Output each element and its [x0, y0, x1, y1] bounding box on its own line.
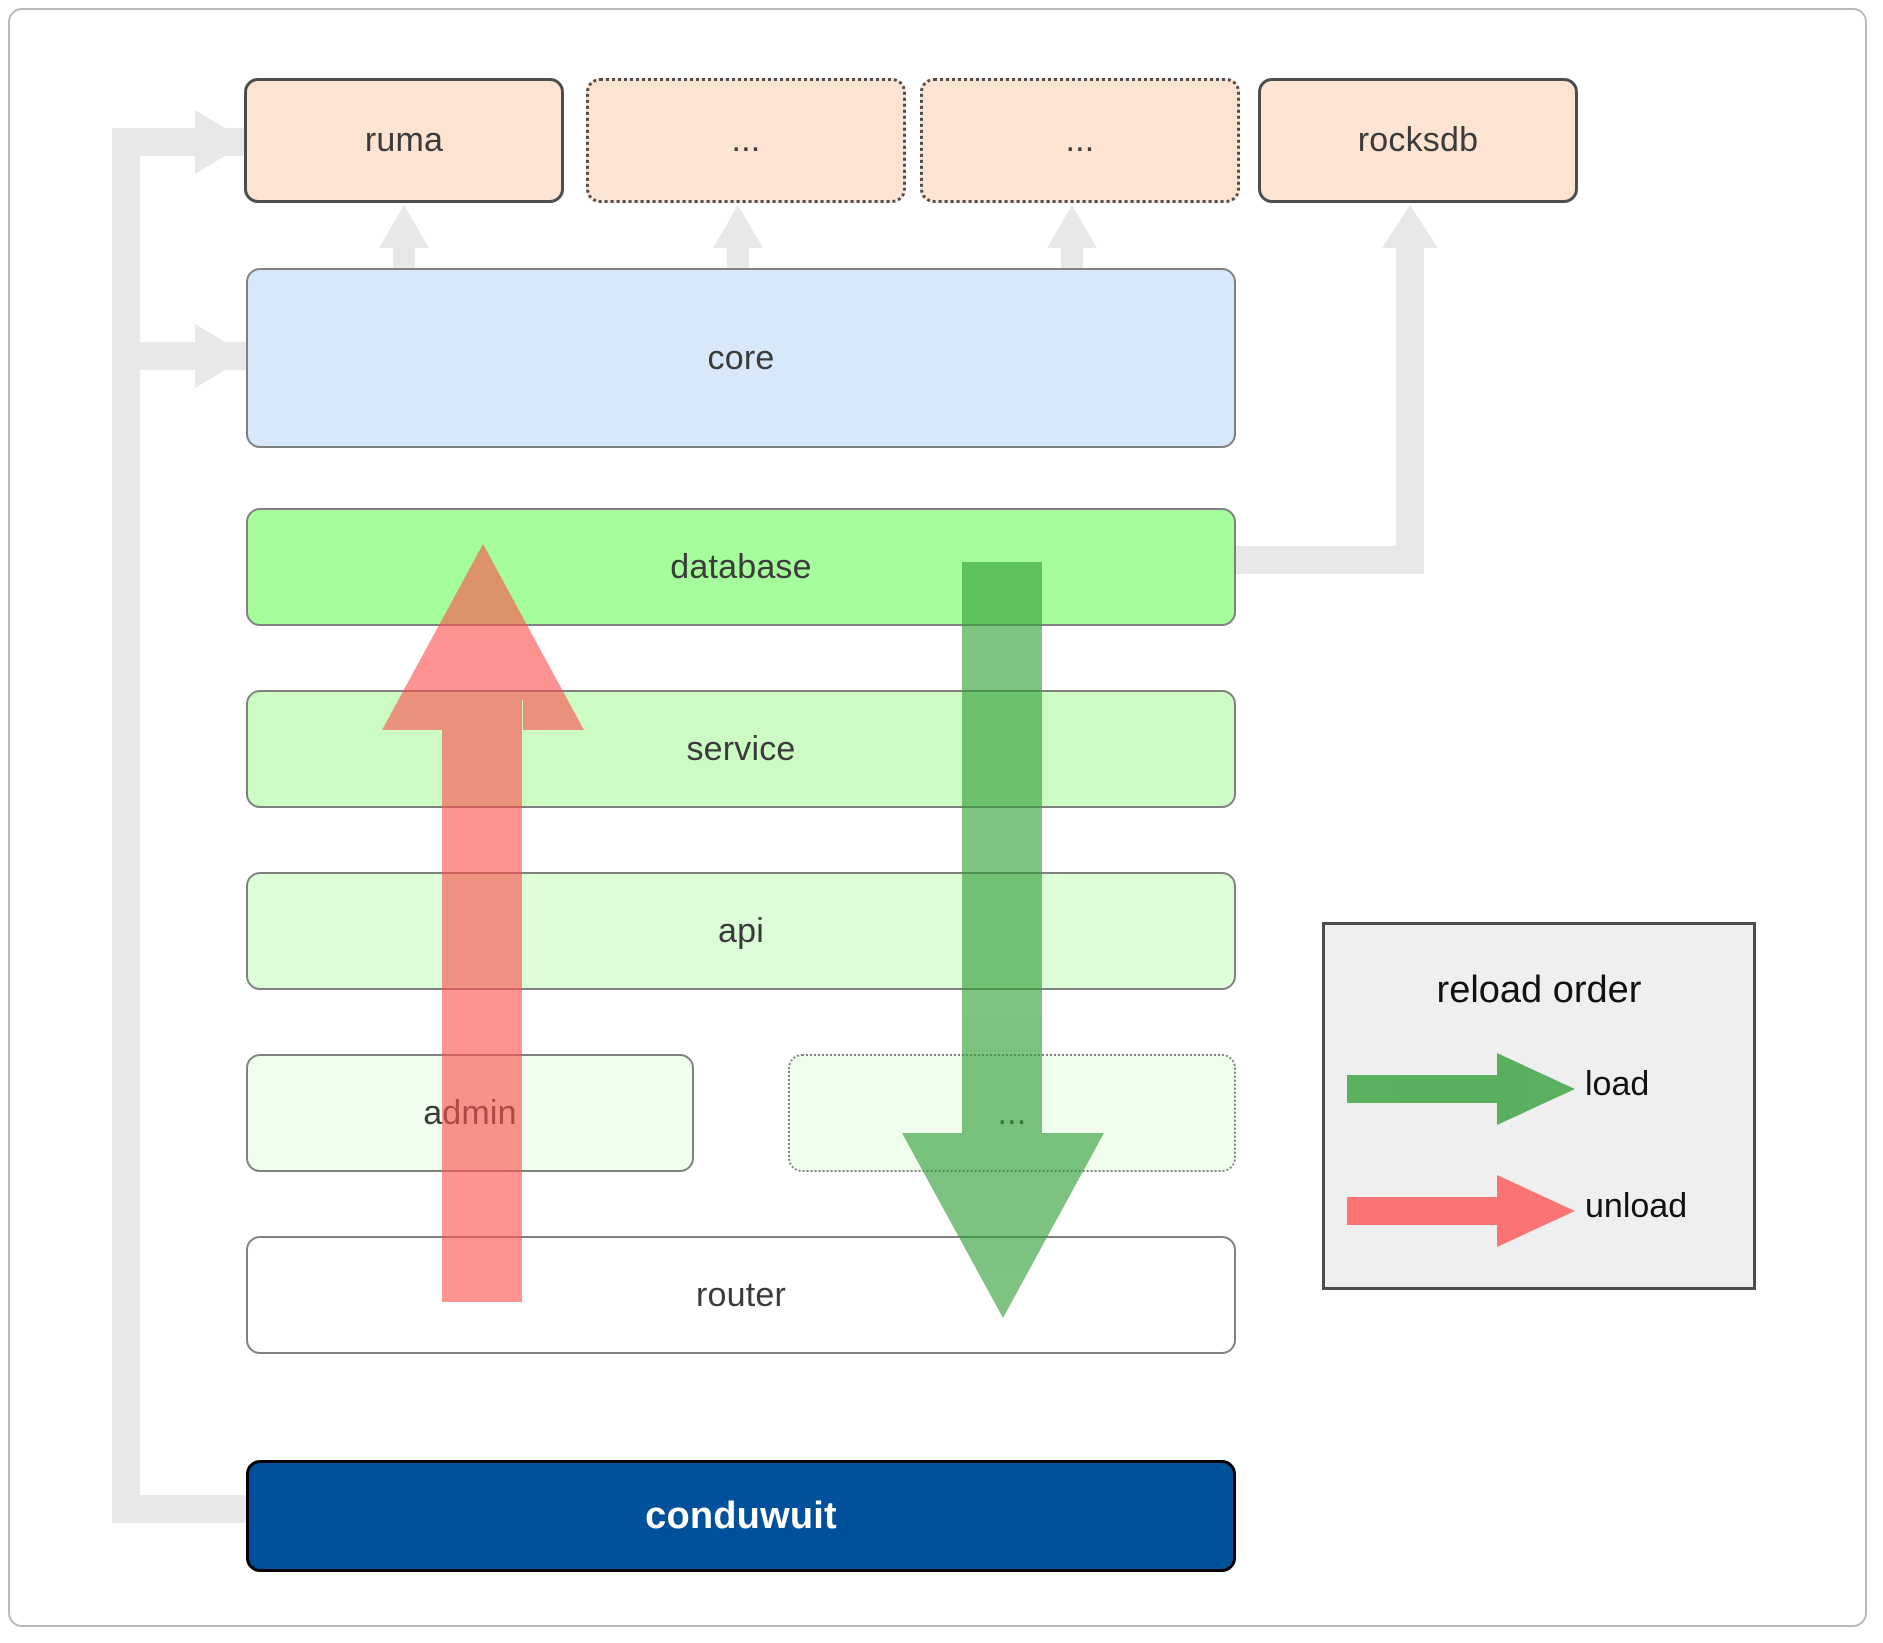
- dependency-label: ...: [1065, 121, 1095, 159]
- dependency-label: ruma: [364, 121, 444, 159]
- dependency-box-etc-2[interactable]: ...: [920, 78, 1240, 203]
- layer-label: database: [670, 547, 812, 586]
- dependency-box-rocksdb[interactable]: rocksdb: [1258, 78, 1578, 203]
- legend-arrow-unload: [1347, 1175, 1575, 1247]
- dependency-box-etc-1[interactable]: ...: [586, 78, 906, 203]
- layer-box-admin[interactable]: admin: [246, 1054, 694, 1172]
- layer-label: admin: [423, 1093, 517, 1132]
- legend-label-unload: unload: [1585, 1187, 1688, 1225]
- dependency-label: rocksdb: [1357, 121, 1479, 159]
- dependency-box-ruma[interactable]: ruma: [244, 78, 564, 203]
- layer-label: router: [695, 1275, 787, 1314]
- layer-box-service[interactable]: service: [246, 690, 1236, 808]
- layer-label: service: [686, 729, 796, 768]
- layer-box-router[interactable]: router: [246, 1236, 1236, 1354]
- layer-label: ...: [997, 1093, 1027, 1132]
- layer-box-core[interactable]: core: [246, 268, 1236, 448]
- binary-box-conduwuit[interactable]: conduwuit: [246, 1460, 1236, 1572]
- layer-box-api[interactable]: api: [246, 872, 1236, 990]
- legend-panel: reload order load unload: [1322, 922, 1756, 1290]
- layer-box-database[interactable]: database: [246, 508, 1236, 626]
- dependency-label: ...: [731, 121, 761, 159]
- binary-label: conduwuit: [645, 1494, 837, 1537]
- legend-title: reload order: [1436, 969, 1642, 1011]
- diagram-frame: [8, 8, 1867, 1627]
- legend-label-load: load: [1585, 1065, 1650, 1103]
- layer-label: core: [707, 338, 775, 377]
- legend-arrow-load: [1347, 1053, 1575, 1125]
- layer-box-etc[interactable]: ...: [788, 1054, 1236, 1172]
- layer-label: api: [718, 911, 764, 950]
